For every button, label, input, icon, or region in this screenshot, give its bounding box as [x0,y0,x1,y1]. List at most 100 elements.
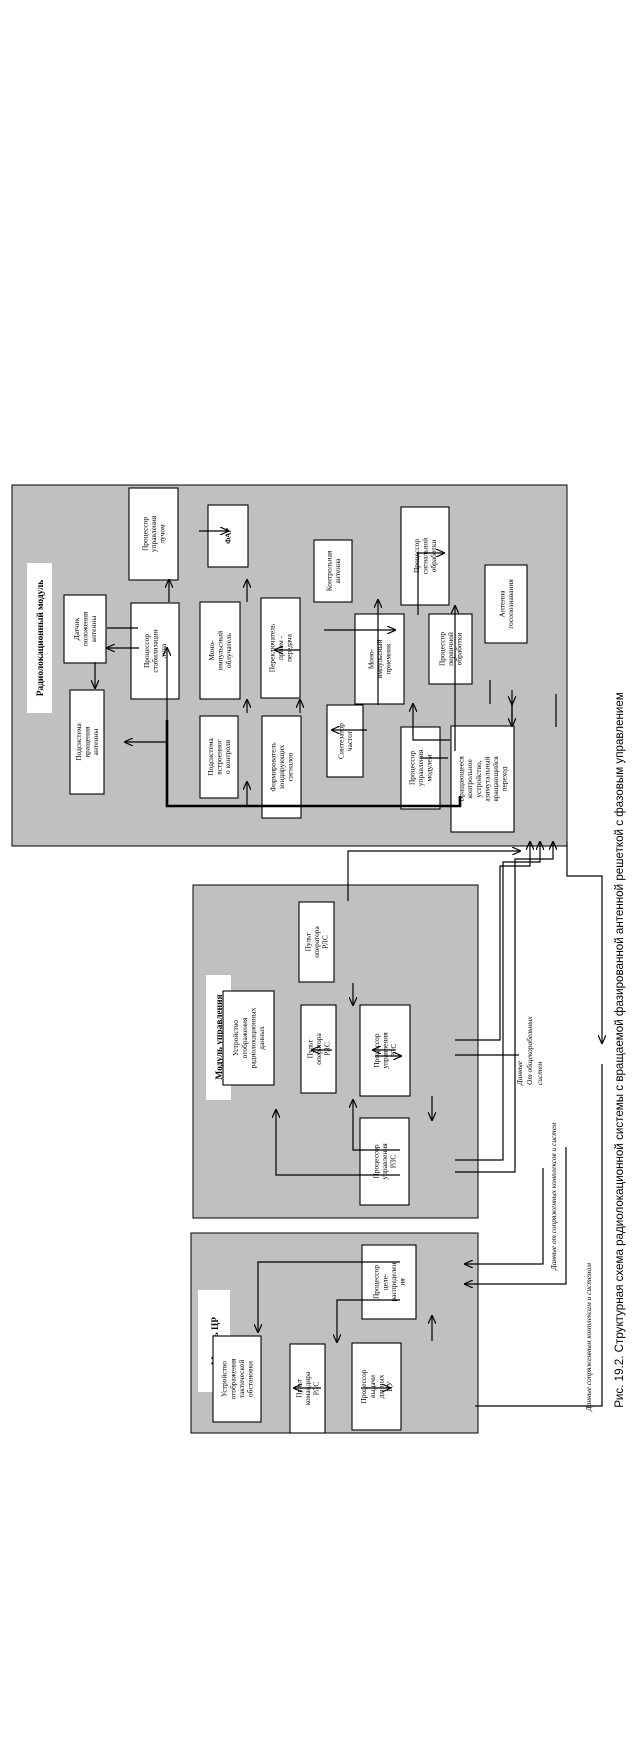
block-label-line: Подсистема [206,738,215,776]
block-label-line: данных [257,1026,266,1050]
block-label-line: зондирующих [277,745,286,790]
block-label-line: Пульт [306,1039,315,1058]
block-label-line: Контрольная [324,550,333,591]
wire-target-to-tact [258,1261,400,1332]
block-label-line: антенны [91,729,100,756]
block-label-line: вращения [83,726,92,757]
block-label-line: Синтезатор [336,723,345,759]
block-label-line: антенны [89,616,98,643]
block-label-line: передача [285,633,294,662]
block-label-line: отображения [240,1017,249,1058]
block-label-line: обстановки [246,1361,255,1397]
block-label-line: Пульт [304,932,313,951]
annotation-from-onboard: От общекорабельных [525,1016,534,1085]
wire-to-related-out [475,1064,603,1407]
wire-consoleA-to-joint [347,851,520,901]
block-label-line: облучатель [224,632,233,668]
block-label-line: Процессор [142,634,151,668]
block-label-line: ЦУ [385,1380,394,1391]
block-label-line: РЛС [389,1155,398,1169]
block-label-line: РЛС [321,935,330,949]
block-label-line: импульсный [216,631,225,670]
block-label-line: Устройство [220,1361,229,1397]
annotation-from-related: Данные от сопряженных комплексов и систе… [549,1122,558,1271]
wire-rx-to-sigproc [417,553,444,615]
block-label-line: Процессор [359,1369,368,1403]
block-label-line: частот [345,730,354,751]
block-label-line: Процессор [412,539,421,573]
block-label-line: Процессор [372,1265,381,1299]
block-label-line: обработки [429,540,438,573]
wire-target-to-cmd [337,1299,400,1342]
connections-layer [95,531,603,1407]
radar-module-title: Радиолокационный модуль [27,563,52,713]
block-label-line: распределен [389,1262,398,1301]
block-label-line: госопознавания [506,579,515,629]
block-far: ФАР [207,504,249,568]
block-label-line: Формирователь [269,742,278,792]
block-label-line: модулем [425,754,434,781]
wire-procB-to-display [276,1110,400,1176]
block-label-line: Моно- [367,648,376,669]
block-label-line: Антенна [497,590,506,618]
block-label-line: Подсистема [74,723,83,761]
block-label-line: положения [81,611,90,646]
block-label-line: Моно- [207,640,216,661]
annotation-systems: систем [535,1061,544,1085]
svg-text:Радиолокационный модуль: Радиолокационный модуль [35,580,46,697]
block-label-line: Процессор [141,517,150,551]
block-label-line: стабилизации [151,629,160,672]
block-label-line: переход [500,766,509,791]
block-label-line: тактической [237,1360,246,1399]
block-label-line: радиолокационных [248,1007,257,1068]
block-label-line: азимутальный [482,756,491,801]
wire-modctrl-to-rx [413,704,450,741]
block-label-line: Вращающееся [457,756,466,802]
block-label-line: управления [149,515,158,552]
block-label-line: Процессор [408,751,417,785]
block-label-line: управления [416,749,425,786]
block-label-line: Процессор [438,632,447,666]
wire-procB2-to-joint [455,842,553,1173]
block-label-line: обработки [455,633,464,666]
block-label-line: сигналов [286,752,295,781]
block-label-line: вращающийся [491,756,500,802]
block-label-line: встроенног [215,739,224,774]
wire-related-in-2 [465,1168,544,1264]
block-label-line: антенна [333,558,342,584]
block-label-line: выдачи [368,1375,377,1398]
annotation-data: Данные [515,1060,524,1086]
block-label-line: Устройство [231,1020,240,1056]
block-label-line: о контроля [223,739,232,774]
annotation-to-related: Данные сопряженным комплексам и системам [584,1263,593,1412]
block-label-line: Датчик [72,617,81,640]
block-label-line: отображения [228,1358,237,1399]
block-label-line: приемник [384,643,393,674]
block-label-line: управления [380,1143,389,1180]
figure-caption: Рис. 19.2. Структурная схема радиолокаци… [613,692,626,1408]
block-label-line: лучом [158,524,167,544]
block-label-line: данных [376,1374,385,1398]
